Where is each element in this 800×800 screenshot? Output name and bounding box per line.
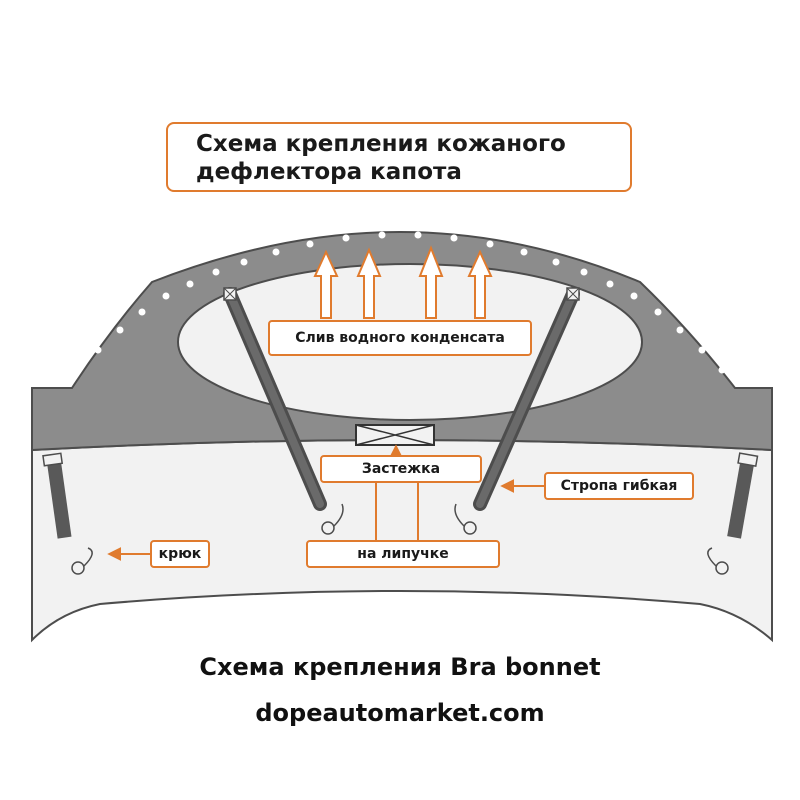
title-line-2: дефлектора капота [196,159,462,185]
diagram-title: Схема крепления кожаного дефлектора капо… [166,122,632,192]
strap-right [473,287,580,511]
drain-arrows [313,245,493,319]
hook-icon [71,503,729,575]
title-line-1: Схема крепления кожаного [196,131,566,157]
strap-side-right [727,452,759,539]
perforation-holes [74,231,726,374]
label-strap: Стропа гибкая [544,472,694,500]
caption-title: Схема крепления Bra bonnet [199,653,601,681]
label-drain: Слив водного конденсата [268,320,532,356]
label-clasp: Застежка [320,455,482,483]
site-url: dopeautomarket.com [255,699,545,727]
strap-side-left [42,452,72,539]
connector-lines [107,444,546,561]
label-velcro: на липучке [306,540,500,568]
strap-left [223,287,327,511]
label-hook: крюк [150,540,210,568]
clasp-icon [355,424,435,446]
